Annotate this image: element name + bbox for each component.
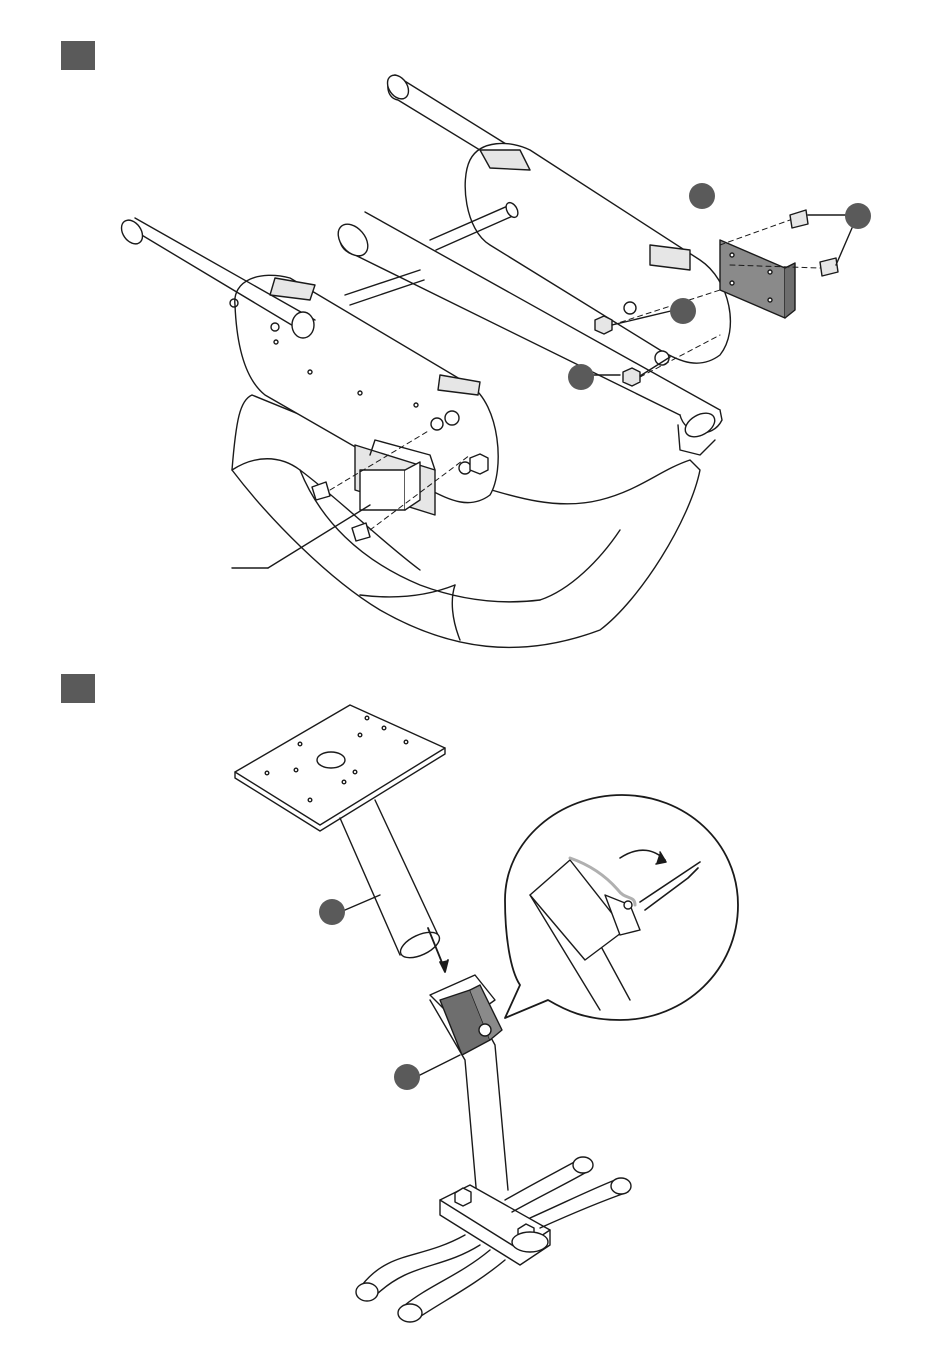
callout-bracket-right	[689, 183, 715, 209]
callout-washers	[670, 298, 696, 324]
wheel-stand-drawing	[235, 705, 738, 1322]
seat-frame-drawing	[117, 71, 852, 647]
callout-base-upright	[394, 1064, 420, 1090]
callout-column-tube	[319, 899, 345, 925]
callout-screws	[845, 203, 871, 229]
callout-nuts	[568, 364, 594, 390]
